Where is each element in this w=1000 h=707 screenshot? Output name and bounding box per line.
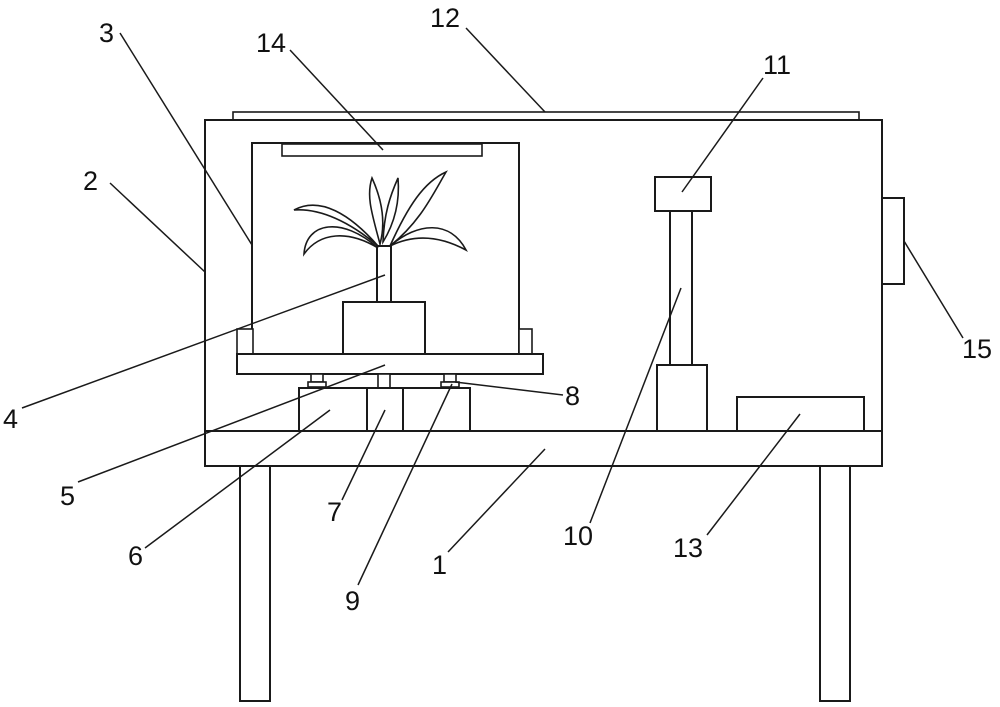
label-14: 14 [256, 28, 286, 58]
leader-12 [465, 27, 546, 113]
leaf-right-outer [389, 170, 448, 247]
connector-right [443, 373, 457, 383]
label-6: 6 [128, 541, 143, 571]
leader-lines [21, 27, 964, 586]
label-7: 7 [327, 497, 342, 527]
label-11: 11 [763, 50, 791, 80]
connector-left-bar [307, 381, 327, 388]
side-box [881, 197, 905, 285]
leaf-right-inner [389, 227, 468, 252]
tray-left-lip [236, 328, 254, 356]
right-leg [819, 464, 851, 702]
label-15: 15 [962, 334, 992, 364]
leader-2 [109, 182, 206, 273]
plant-leaves [293, 170, 468, 257]
support-block-right [402, 387, 471, 432]
top-cover [232, 111, 860, 121]
leader-15 [903, 240, 964, 339]
label-1: 1 [432, 550, 447, 580]
leader-11 [681, 77, 764, 193]
lifting-base [656, 364, 708, 432]
label-9: 9 [345, 586, 360, 616]
leader-10 [589, 287, 682, 524]
leader-7 [341, 409, 386, 501]
leader-3 [119, 32, 253, 246]
leader-6 [144, 409, 331, 549]
leaf-left-outer [293, 204, 379, 247]
leader-4 [21, 274, 386, 409]
motor-block [366, 387, 404, 432]
label-3: 3 [99, 18, 114, 48]
support-post [377, 373, 391, 389]
left-leg [239, 464, 271, 702]
plant-pot [342, 301, 426, 355]
platform [236, 353, 544, 375]
label-12: 12 [430, 3, 460, 33]
label-10: 10 [563, 521, 593, 551]
leader-1 [447, 448, 546, 553]
sensor-head [654, 176, 712, 212]
leaf-center-top [382, 177, 400, 246]
connector-left [310, 373, 324, 383]
label-8: 8 [565, 381, 580, 411]
label-5: 5 [60, 481, 75, 511]
plant-stem [376, 245, 392, 303]
leader-14 [289, 49, 384, 151]
leader-13 [706, 413, 801, 536]
leaf-left-inner [303, 225, 379, 257]
label-4: 4 [3, 404, 18, 434]
tray-right-lip [518, 328, 533, 356]
label-2: 2 [83, 166, 98, 196]
label-13: 13 [673, 533, 703, 563]
control-box [736, 396, 865, 432]
leader-8 [454, 381, 564, 396]
part-labels: 1 2 3 4 5 6 7 8 9 10 11 12 13 14 15 [3, 3, 992, 616]
leaf-left-top [368, 175, 384, 248]
leader-9 [357, 383, 453, 586]
leader-5 [77, 364, 386, 483]
